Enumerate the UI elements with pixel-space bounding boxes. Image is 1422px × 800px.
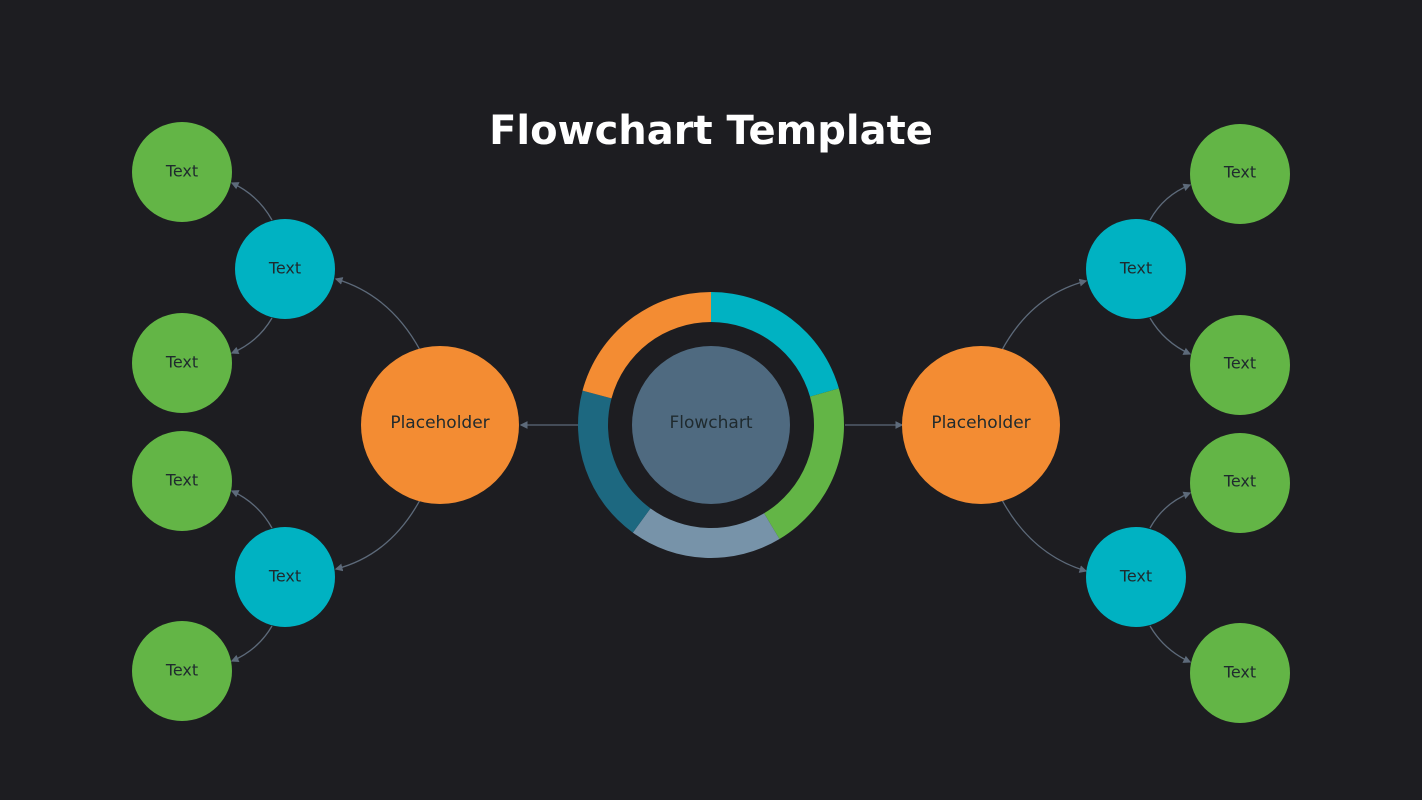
connectors	[230, 182, 1192, 663]
right-leaf-label: Text	[1223, 663, 1256, 682]
connector	[230, 182, 273, 221]
left-leaf-label: Text	[165, 471, 198, 490]
ring-segment	[764, 388, 844, 540]
right-placeholder-node[interactable]	[902, 346, 1060, 504]
connector	[1001, 278, 1088, 351]
right-sub-node-1[interactable]	[1086, 219, 1186, 319]
ring-segment	[632, 508, 780, 558]
right-sub-label-1: Text	[1119, 259, 1152, 278]
connector	[230, 625, 273, 663]
left-sub-node-2[interactable]	[235, 527, 335, 627]
ring-segment	[711, 292, 839, 397]
center-node[interactable]	[632, 346, 790, 504]
right-leaf-node[interactable]	[1190, 433, 1290, 533]
left-leaf-label: Text	[165, 661, 198, 680]
right-sub-label-2: Text	[1119, 567, 1152, 586]
right-leaf-node[interactable]	[1190, 315, 1290, 415]
connector	[1001, 499, 1088, 573]
left-leaf-node[interactable]	[132, 122, 232, 222]
connector	[334, 499, 421, 572]
connector	[334, 277, 421, 351]
right-leaf-label: Text	[1223, 472, 1256, 491]
right-sub-node-2[interactable]	[1086, 527, 1186, 627]
left-sub-node-1[interactable]	[235, 219, 335, 319]
right-leaf-node[interactable]	[1190, 124, 1290, 224]
center-label: Flowchart	[670, 413, 753, 433]
left-leaf-label: Text	[165, 353, 198, 372]
left-leaf-node[interactable]	[132, 621, 232, 721]
left-sub-label-2: Text	[268, 567, 301, 586]
ring-segment	[578, 390, 651, 533]
left-sub-label-1: Text	[268, 259, 301, 278]
center-ring	[578, 292, 844, 558]
left-leaf-label: Text	[165, 162, 198, 181]
connector	[1149, 317, 1192, 355]
page-title: Flowchart Template	[489, 108, 933, 154]
left-placeholder-node[interactable]	[361, 346, 519, 504]
connector	[230, 490, 273, 529]
left-leaf-node[interactable]	[132, 313, 232, 413]
right-leaf-label: Text	[1223, 163, 1256, 182]
connector	[1149, 183, 1192, 221]
connector	[1149, 625, 1192, 663]
ring-segment	[582, 292, 711, 399]
left-leaf-node[interactable]	[132, 431, 232, 531]
right-leaf-label: Text	[1223, 354, 1256, 373]
right-leaf-node[interactable]	[1190, 623, 1290, 723]
connector	[230, 317, 273, 355]
left-placeholder-label: Placeholder	[390, 413, 489, 433]
connector	[1149, 491, 1192, 529]
right-placeholder-label: Placeholder	[931, 413, 1030, 433]
